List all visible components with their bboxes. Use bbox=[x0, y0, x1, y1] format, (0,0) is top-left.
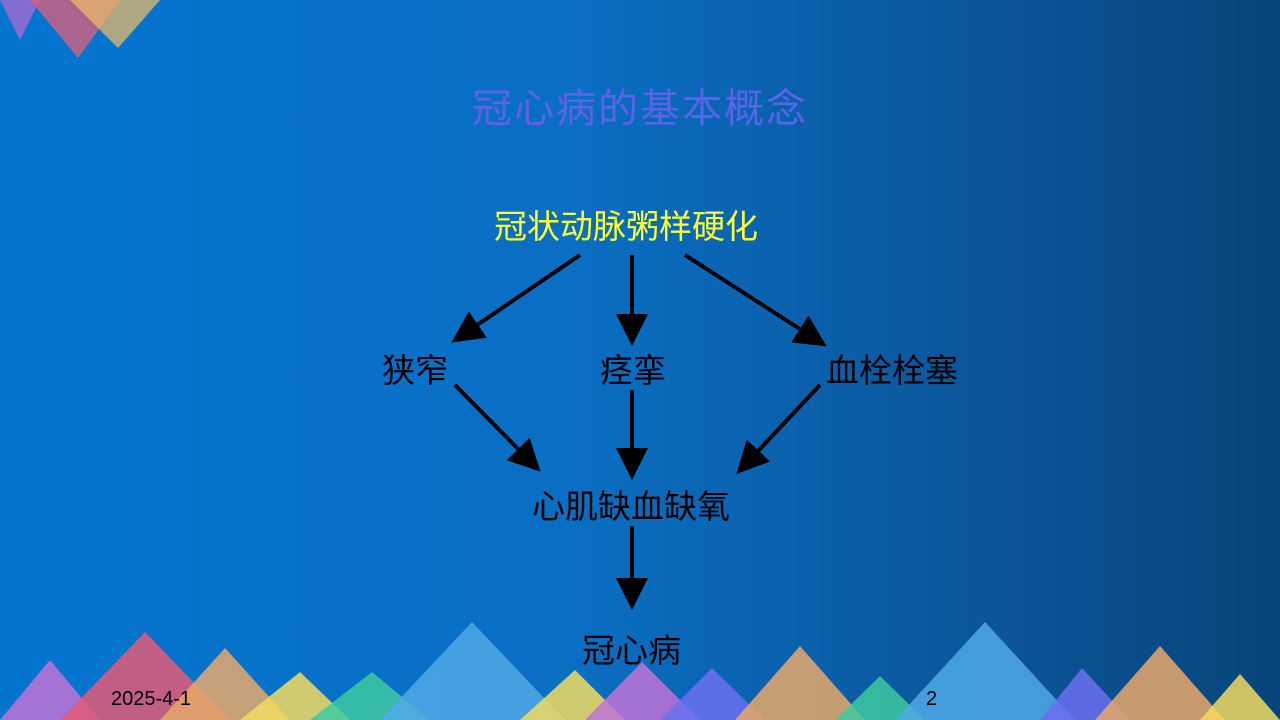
slide-title: 冠心病的基本概念 bbox=[472, 86, 808, 132]
arrow-root-to-thrombosis bbox=[683, 253, 827, 347]
node-atherosclerosis: 冠状动脉粥样硬化 bbox=[494, 207, 758, 246]
arrow-stenosis-to-ischemia bbox=[453, 383, 541, 472]
node-thrombosis: 血栓栓塞 bbox=[826, 351, 958, 390]
node-coronary-heart-disease: 冠心病 bbox=[582, 631, 681, 670]
node-spasm: 痉挛 bbox=[600, 351, 666, 390]
node-myocardial-ischemia: 心肌缺血缺氧 bbox=[532, 487, 730, 526]
node-stenosis: 狭窄 bbox=[382, 351, 448, 390]
arrow-root-to-stenosis bbox=[451, 253, 582, 343]
arrow-thrombosis-to-ischemia bbox=[736, 383, 822, 474]
page-number: 2 bbox=[926, 688, 938, 710]
footer-date: 2025-4-1 bbox=[111, 688, 192, 710]
